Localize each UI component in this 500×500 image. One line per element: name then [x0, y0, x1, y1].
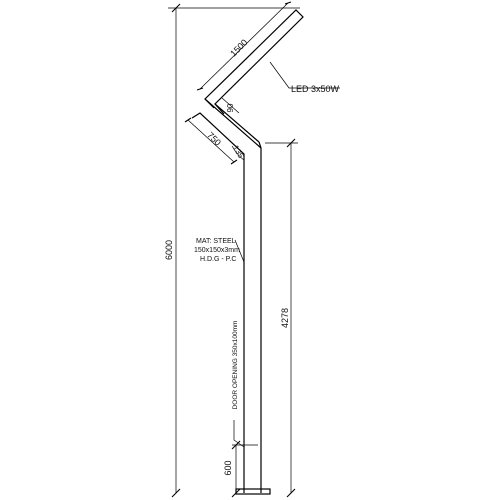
- material-line3: H.D.G - P.C: [200, 256, 236, 263]
- arm-length-dimension: 1500: [196, 1, 292, 91]
- arm-length-label: 1500: [228, 37, 249, 58]
- pole-body: [191, 9, 304, 495]
- material-callout: MAT: STEEL 150x150x3mm H.D.G - P.C: [194, 238, 245, 263]
- led-callout: LED 3x50W: [269, 61, 340, 94]
- elbow-width-dimension: 90: [221, 97, 240, 114]
- door-opening-callout: DOOR OPENING 350x100mm: [232, 321, 245, 448]
- material-line1: MAT: STEEL: [196, 238, 236, 245]
- led-label: LED 3x50W: [291, 84, 340, 94]
- material-line2: 150x150x3mm: [194, 247, 240, 254]
- door-height-dimension: 600: [223, 440, 258, 498]
- overall-height-label: 6000: [164, 240, 174, 260]
- straight-height-dimension: 4278: [265, 138, 298, 498]
- door-height-label: 600: [223, 460, 233, 475]
- elbow-width-label: 90: [226, 103, 235, 112]
- door-opening-label: DOOR OPENING 350x100mm: [232, 321, 239, 410]
- straight-height-label: 4278: [280, 308, 290, 328]
- overall-height-dimension: 6000: [164, 3, 300, 498]
